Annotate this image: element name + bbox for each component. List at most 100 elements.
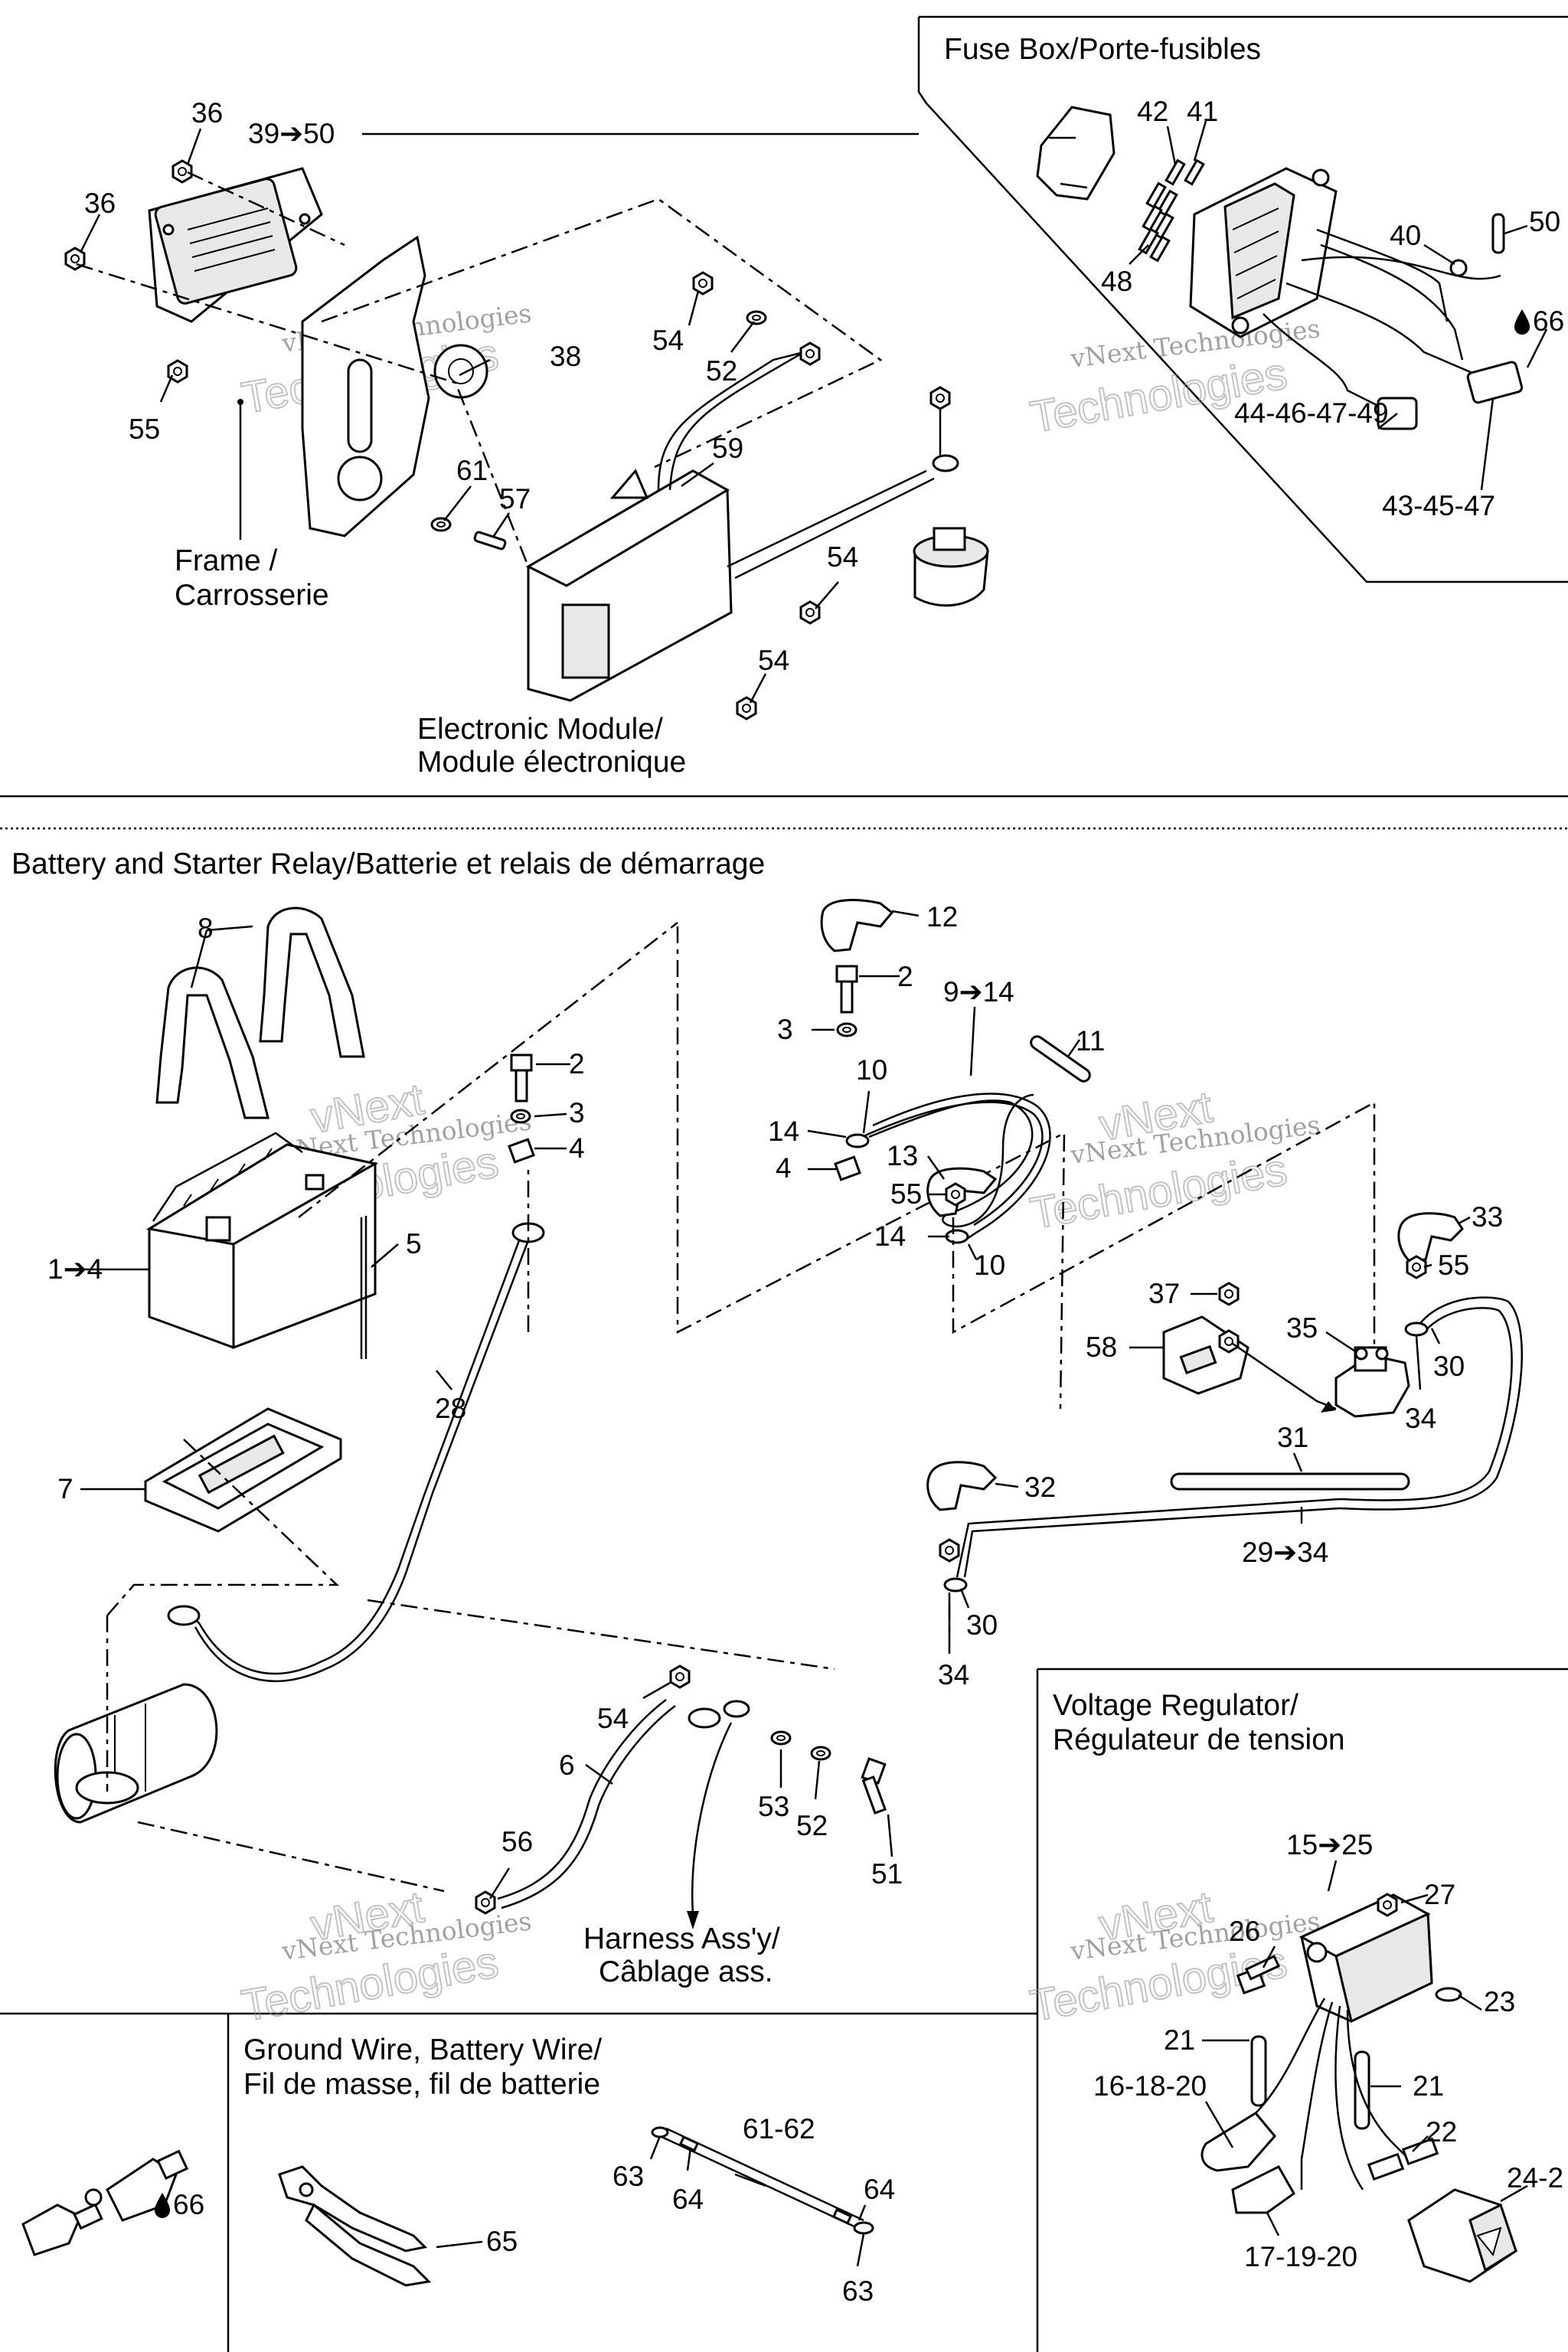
callout-label: 52 (706, 355, 737, 387)
callout-label: 34 (938, 1659, 969, 1690)
crimp-tool-drawing (278, 2165, 432, 2287)
battery-wire-drawing (651, 2126, 874, 2235)
battery-straps-drawing (155, 906, 365, 1119)
voltage-regulator-section (1200, 1893, 1517, 2283)
fuse-block-drawing (1189, 167, 1338, 338)
callout-label: 29➔34 (1242, 1537, 1328, 1568)
callout-label: 16-18-20 (1093, 2070, 1207, 2102)
ground-wire-section (21, 2126, 874, 2287)
section-title-ground-wire: Ground Wire, Battery Wire/ (243, 2034, 602, 2066)
callout-label: 41 (1187, 96, 1218, 127)
callout-label: 4 (776, 1152, 792, 1184)
leader-lines (77, 120, 1548, 2267)
callout-label: 61 (456, 455, 488, 486)
callout-label: 28 (435, 1393, 466, 1424)
callout-label: 36 (84, 188, 116, 219)
fuses-drawing (1138, 158, 1205, 263)
section-title-fuse-box: Fuse Box/Porte-fusibles (944, 33, 1261, 66)
note-harness-fr: Câblage ass. (599, 1955, 773, 1988)
callout-label: 14 (768, 1116, 799, 1147)
callout-label: 40 (1390, 220, 1421, 251)
callout-label: 55 (1438, 1250, 1469, 1281)
callout-label: 36 (191, 97, 223, 129)
section-frames (0, 15, 1568, 2352)
callout-label: 2 (569, 1048, 585, 1080)
callout-label: 17-19-20 (1244, 2241, 1357, 2272)
callout-label: 58 (1086, 1331, 1117, 1363)
note-electronic-module: Electronic Module/ (417, 713, 663, 746)
callout-label: 56 (501, 1826, 533, 1857)
bolt-2-drawing (510, 1054, 533, 1102)
callout-label: 7 (57, 1473, 74, 1504)
battery-drawing (145, 1132, 379, 1359)
connector-39-50-drawing (148, 167, 323, 323)
callout-label: 54 (652, 325, 684, 356)
connector-24-drawing (1407, 2188, 1517, 2283)
callout-label: 13 (887, 1140, 918, 1171)
callout-label: 39➔50 (248, 118, 335, 149)
callout-label: 22 (1426, 2116, 1457, 2148)
note-frame-fr: Carrosserie (175, 579, 329, 612)
callout-label: 26 (1229, 1916, 1260, 1947)
callout-label: 3 (569, 1097, 585, 1129)
callout-label: 50 (1529, 206, 1560, 237)
section-title-voltage-regulator: Voltage Regulator/ (1053, 1689, 1298, 1722)
callout-label: 54 (827, 541, 858, 573)
callout-label: 38 (550, 341, 581, 372)
callout-label: 30 (1433, 1351, 1465, 1382)
callout-label: 64 (672, 2184, 704, 2215)
lubricant-drop-icon (1514, 309, 1530, 335)
relay-top-drawing (913, 386, 989, 607)
callout-label: 66 (173, 2189, 204, 2220)
callout-label: 33 (1472, 1201, 1503, 1233)
note-frame: Frame / (175, 544, 278, 577)
section-title-ground-wire-fr: Fil de masse, fil de batterie (243, 2068, 600, 2101)
callout-label: 35 (1286, 1312, 1318, 1344)
callout-label: 57 (499, 483, 531, 514)
callout-label: 5 (406, 1228, 422, 1259)
fuse-cover-drawing (1036, 106, 1116, 201)
callout-label: 27 (1424, 1879, 1455, 1910)
bolt-26-drawing (1236, 1955, 1281, 1994)
callout-label: 32 (1024, 1472, 1056, 1503)
starter-motor-drawing (54, 1683, 218, 1824)
callout-label: 1➔4 (47, 1253, 103, 1285)
callout-label: 34 (1405, 1403, 1436, 1434)
callout-label: 24-2 (1507, 2162, 1563, 2194)
callout-label: 37 (1148, 1278, 1180, 1309)
callout-label: 64 (864, 2174, 895, 2205)
callouts: 36 39➔50 36 42 41 40 50 48 66 44-46-47-4… (47, 96, 1564, 2307)
callout-label: 63 (842, 2275, 874, 2307)
electronic-module-section (64, 132, 989, 720)
callout-label: 3 (777, 1014, 793, 1045)
callout-label: 30 (966, 1609, 998, 1641)
starter-relay-drawing (1162, 1282, 1410, 1418)
callout-label: 43-45-47 (1382, 490, 1495, 521)
electronic-module-59-drawing (525, 347, 935, 702)
callout-label: 65 (486, 2226, 518, 2257)
callout-label: 55 (890, 1178, 922, 1210)
callout-label: 8 (198, 913, 214, 944)
callout-label: 11 (1076, 1025, 1105, 1057)
note-electronic-module-fr: Module électronique (417, 746, 686, 779)
callout-label: 54 (758, 645, 789, 676)
callout-label: 51 (871, 1858, 903, 1890)
callout-label: 10 (974, 1250, 1005, 1281)
callout-label: 2 (897, 961, 913, 992)
callout-label: 21 (1413, 2070, 1444, 2102)
callout-label: 66 (1533, 305, 1564, 337)
callout-label: 12 (926, 901, 958, 933)
callout-label: 15➔25 (1286, 1829, 1373, 1860)
callout-label: 23 (1484, 1986, 1515, 2017)
callout-label: 54 (597, 1703, 629, 1734)
callout-label: 59 (712, 433, 743, 464)
callout-label: 10 (856, 1054, 887, 1086)
battery-section (54, 899, 1523, 1929)
callout-label: 9➔14 (943, 976, 1014, 1008)
callout-label: 14 (874, 1220, 906, 1252)
callout-label: 63 (612, 2161, 644, 2192)
callout-label: 52 (796, 1810, 828, 1841)
section-title-voltage-regulator-fr: Régulateur de tension (1053, 1723, 1345, 1756)
callout-label: 61-62 (743, 2113, 815, 2145)
